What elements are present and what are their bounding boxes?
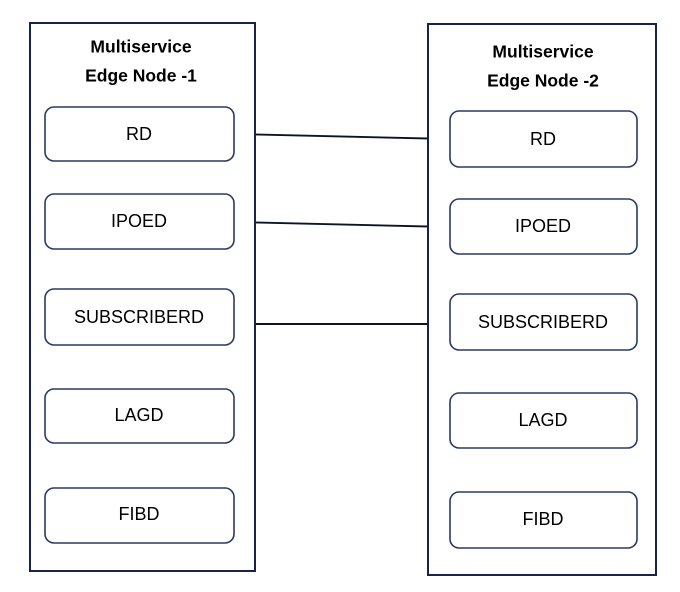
- edge-node-1-service-rd-box: [44, 106, 235, 162]
- connector-ipoed-link[interactable]: [233, 221, 451, 228]
- edge-node-2-service-subscriberd[interactable]: SUBSCRIBERD: [449, 293, 638, 351]
- edge-node-1-service-lagd-box: [44, 388, 235, 444]
- edge-node-1-service-rd[interactable]: RD: [44, 106, 235, 162]
- edge-node-2-service-rd[interactable]: RD: [449, 110, 638, 168]
- edge-node-2-service-lagd[interactable]: LAGD: [449, 392, 638, 449]
- edge-node-1-service-lagd-label: LAGD: [114, 405, 163, 425]
- edge-node-1-service-subscriberd-box: [44, 288, 235, 346]
- edge-node-1-service-fibd-label: FIBD: [118, 504, 159, 524]
- edge-node-1-title-line1: Multiservice: [90, 37, 191, 57]
- connector-rd-link[interactable]: [233, 133, 451, 140]
- edge-node-1-service-fibd[interactable]: FIBD: [44, 487, 235, 544]
- edge-node-1-service-subscriberd-label: SUBSCRIBERD: [74, 307, 204, 327]
- edge-node-2-service-ipoed-box: [449, 198, 638, 255]
- edge-node-2-service-ipoed[interactable]: IPOED: [449, 198, 638, 255]
- edge-node-1-service-lagd[interactable]: LAGD: [44, 388, 235, 444]
- edge-node-2-title-line1: Multiservice: [492, 42, 593, 62]
- edge-node-2-service-fibd-box: [449, 491, 638, 549]
- edge-node-2-service-fibd[interactable]: FIBD: [449, 491, 638, 549]
- edge-node-1-title-line2: Edge Node -1: [85, 66, 197, 86]
- connector-group: [233, 133, 451, 325]
- edge-node-2-service-ipoed-label: IPOED: [515, 216, 571, 236]
- edge-node-1-service-subscriberd[interactable]: SUBSCRIBERD: [44, 288, 235, 346]
- edge-node-2-service-subscriberd-label: SUBSCRIBERD: [478, 312, 608, 332]
- edge-node-2-service-fibd-label: FIBD: [522, 509, 563, 529]
- edge-node-1-service-ipoed-label: IPOED: [111, 211, 167, 231]
- edge-node-1-service-ipoed-box: [44, 193, 235, 250]
- edge-node-2-service-lagd-label: LAGD: [518, 410, 567, 430]
- edge-node-1-service-rd-label: RD: [126, 124, 152, 144]
- edge-node-2-container[interactable]: Multiservice Edge Node -2 RD IPOED SUBSC…: [427, 23, 657, 576]
- edge-node-2-service-lagd-box: [449, 392, 638, 449]
- edge-node-1-service-ipoed[interactable]: IPOED: [44, 193, 235, 250]
- edge-node-2-service-rd-label: RD: [530, 129, 556, 149]
- edge-node-2-service-rd-box: [449, 110, 638, 168]
- edge-node-2-service-subscriberd-box: [449, 293, 638, 351]
- edge-node-1-container[interactable]: Multiservice Edge Node -1 RD IPOED SUBSC…: [29, 22, 256, 572]
- edge-node-1-service-fibd-box: [44, 487, 235, 544]
- edge-node-2-title-line2: Edge Node -2: [487, 71, 599, 91]
